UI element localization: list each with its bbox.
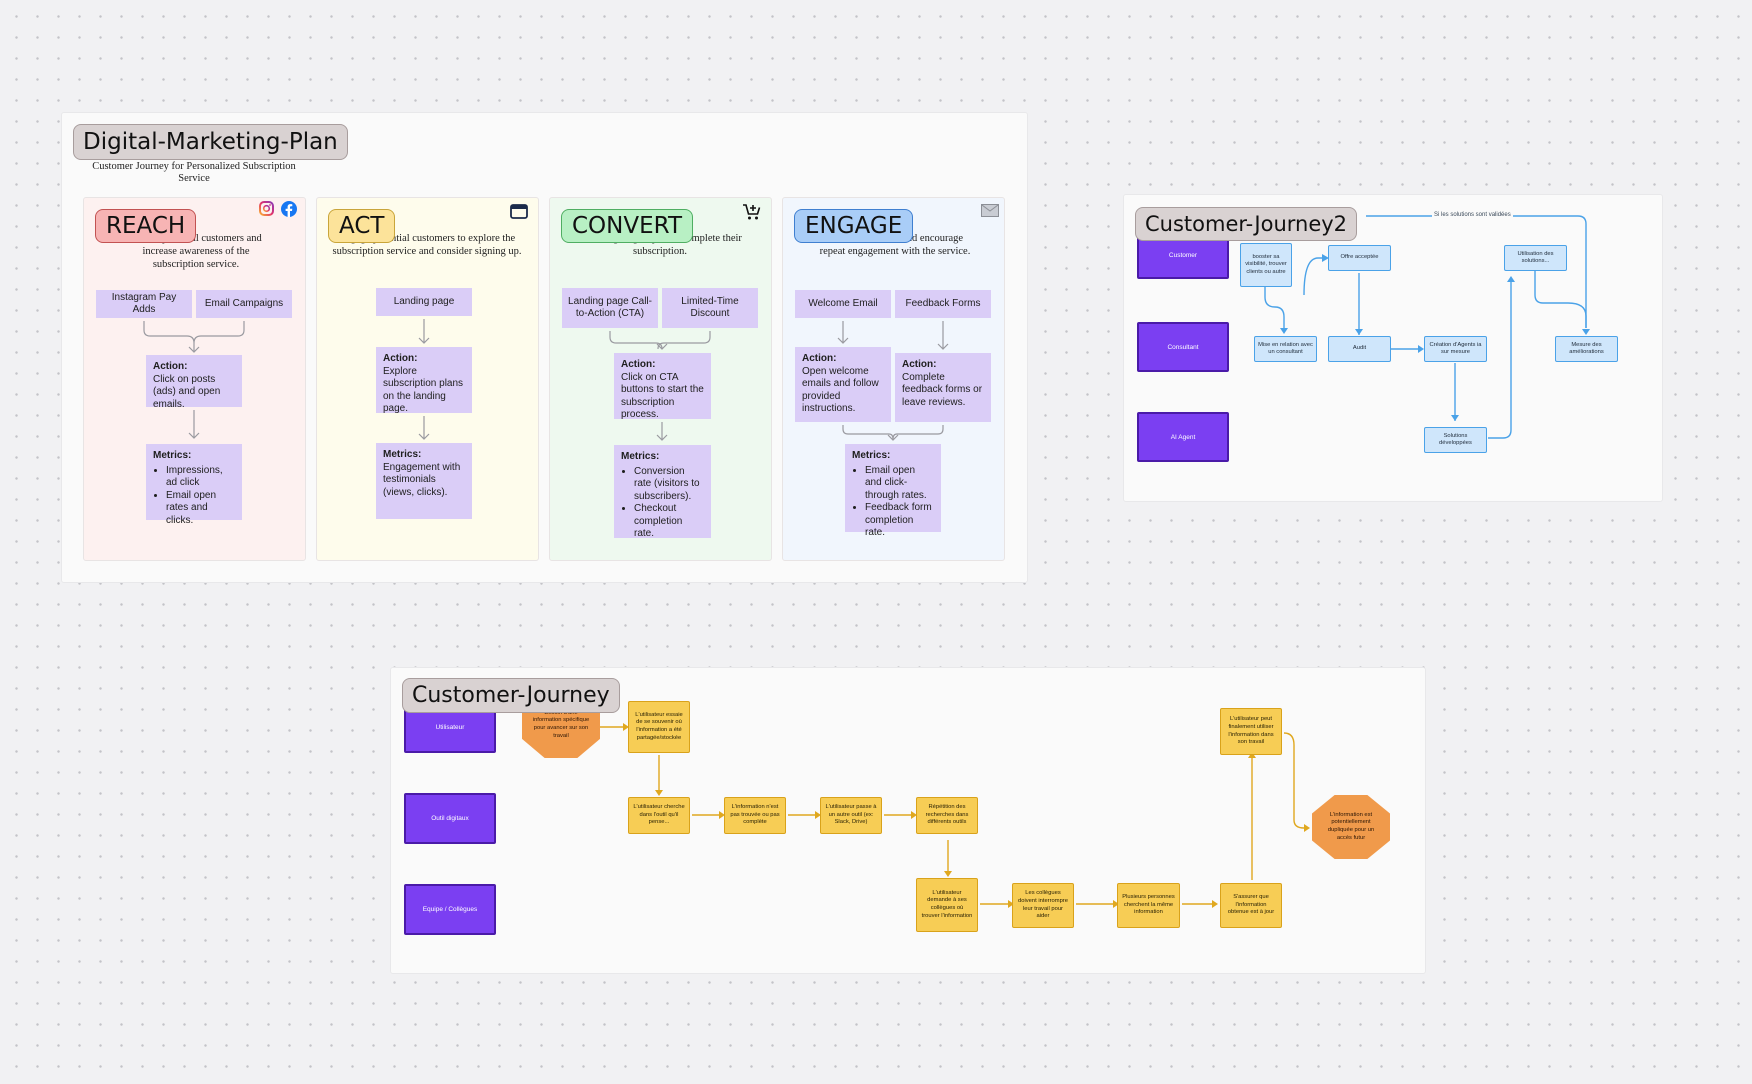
node-assurer-a-jour[interactable]: S'assurer que l'information obtenue est …: [1220, 883, 1282, 928]
lane-ai-agent[interactable]: AI Agent: [1137, 412, 1229, 462]
reach-action-note[interactable]: Action: Click on posts (ads) and open em…: [146, 355, 242, 410]
lane-consultant[interactable]: Consultant: [1137, 322, 1229, 372]
engage-metric-item: Email open and click-through rates.: [865, 465, 934, 503]
marketing-plan-title[interactable]: Digital-Marketing-Plan: [73, 124, 348, 160]
convert-action-text: Click on CTA buttons to start the subscr…: [621, 371, 704, 421]
reach-metric-item: Impressions, ad click: [166, 465, 235, 490]
engage-metrics-label: Metrics:: [852, 450, 891, 461]
convert-action-note[interactable]: Action: Click on CTA buttons to start th…: [614, 353, 711, 421]
channel-email-campaigns[interactable]: Email Campaigns: [196, 290, 292, 318]
reach-description: Attract potential customers and increase…: [130, 233, 262, 270]
channel-limited-time-discount[interactable]: Limited-Time Discount: [662, 288, 758, 328]
channel-landing-page-cta[interactable]: Landing page Call-to-Action (CTA): [562, 288, 658, 328]
engage-action-label: Action:: [902, 359, 937, 370]
node-pas-trouvee[interactable]: L'information n'est pas trouvée ou pas c…: [724, 797, 786, 834]
reach-metric-item: Email open rates and clicks.: [166, 490, 235, 528]
act-action-note[interactable]: Action: Explore subscription plans on th…: [376, 347, 472, 415]
engage-action-text: Open welcome emails and follow provided …: [802, 365, 879, 415]
node-demande-collegues[interactable]: L'utilisateur demande à ses collègues où…: [916, 878, 978, 932]
convert-metrics-note[interactable]: Metrics: Conversion rate (visitors to su…: [614, 445, 711, 541]
journey-title[interactable]: Customer-Journey: [402, 678, 620, 713]
node-utilisation-solutions[interactable]: Utilisation des solutions...: [1504, 245, 1567, 271]
node-collegues-interrompre[interactable]: Les collègues doivent interrompre leur t…: [1012, 883, 1074, 928]
edge-label-validated: Si les solutions sont validées: [1432, 212, 1513, 218]
node-mesure-ameliorations[interactable]: Mesure des améliorations: [1555, 336, 1618, 362]
act-action-text: Explore subscription plans on the landin…: [383, 365, 464, 415]
node-offre-acceptee[interactable]: Offre acceptée: [1328, 245, 1391, 271]
reach-action-label: Action:: [153, 361, 188, 372]
node-passe-autre-outil[interactable]: L'utilisateur passe à un autre outil (ex…: [820, 797, 882, 834]
instagram-icon: [259, 201, 274, 216]
convert-stage-title[interactable]: CONVERT: [561, 209, 693, 243]
convert-metrics-label: Metrics:: [621, 451, 660, 462]
engage-action-welcome-note[interactable]: Action: Open welcome emails and follow p…: [795, 347, 891, 422]
channel-welcome-email[interactable]: Welcome Email: [795, 290, 891, 318]
act-description: Engage potential customers to explore th…: [332, 233, 522, 257]
node-solutions-developpees[interactable]: Solutions développées: [1424, 427, 1487, 453]
act-stage-title[interactable]: ACT: [328, 209, 396, 243]
lane-equipe-collegues[interactable]: Equipe / Collègues: [404, 884, 496, 935]
shopping-cart-icon: [742, 203, 762, 221]
reach-metrics-note[interactable]: Metrics: Impressions, ad click Email ope…: [146, 444, 242, 526]
node-finalement-utiliser[interactable]: L'utilisateur peut finalement utiliser l…: [1220, 708, 1282, 755]
channel-landing-page[interactable]: Landing page: [376, 288, 472, 316]
convert-metric-item: Checkout completion rate.: [634, 503, 704, 541]
engage-stage-title[interactable]: ENGAGE: [794, 209, 914, 243]
act-metrics-label: Metrics:: [383, 449, 422, 460]
node-plusieurs-personnes[interactable]: Plusieurs personnes cherchent la même in…: [1117, 883, 1180, 928]
browser-window-icon: [510, 204, 528, 219]
node-audit[interactable]: Audit: [1328, 336, 1391, 362]
marketing-plan-subtitle: Customer Journey for Personalized Subscr…: [92, 161, 296, 184]
node-essaie-souvenir[interactable]: L'utilisateur essaie de se souvenir où l…: [628, 701, 690, 753]
channel-instagram-pay-adds[interactable]: Instagram Pay Adds: [96, 290, 192, 318]
engage-action-label: Action:: [802, 353, 837, 364]
engage-metrics-note[interactable]: Metrics: Email open and click-through ra…: [845, 444, 941, 538]
convert-metric-item: Conversion rate (visitors to subscribers…: [634, 466, 704, 504]
reach-metrics-label: Metrics:: [153, 450, 192, 461]
act-action-label: Action:: [383, 353, 418, 364]
facebook-icon: [281, 201, 297, 217]
act-metrics-note[interactable]: Metrics: Engagement with testimonials (v…: [376, 443, 472, 519]
node-creation-agents[interactable]: Création d'Agents ia sur mesure: [1424, 336, 1487, 362]
engage-metric-item: Feedback form completion rate.: [865, 502, 934, 540]
act-metrics-text: Engagement with testimonials (views, cli…: [383, 461, 461, 498]
lane-outil-digitaux[interactable]: Outil digitaux: [404, 793, 496, 844]
node-mise-en-relation[interactable]: Mise en relation avec un consultant: [1254, 336, 1317, 362]
node-information-dupliquee[interactable]: L'information est potentiellement dupliq…: [1312, 795, 1390, 859]
engage-action-feedback-note[interactable]: Action: Complete feedback forms or leave…: [895, 353, 991, 422]
engage-action-text: Complete feedback forms or leave reviews…: [902, 371, 983, 408]
mail-icon: [981, 204, 999, 217]
convert-action-label: Action:: [621, 359, 656, 370]
node-repetition-recherches[interactable]: Répétition des recherches dans différent…: [916, 797, 978, 834]
journey2-title[interactable]: Customer-Journey2: [1135, 207, 1358, 241]
reach-stage-title[interactable]: REACH: [95, 209, 197, 243]
node-booster-visibilite[interactable]: booster sa visibilité, trouver clients o…: [1240, 243, 1292, 287]
channel-feedback-forms[interactable]: Feedback Forms: [895, 290, 991, 318]
node-cherche-outil[interactable]: L'utilisateur cherche dans l'outil qu'il…: [628, 797, 690, 834]
reach-action-text: Click on posts (ads) and open emails.: [153, 373, 221, 410]
